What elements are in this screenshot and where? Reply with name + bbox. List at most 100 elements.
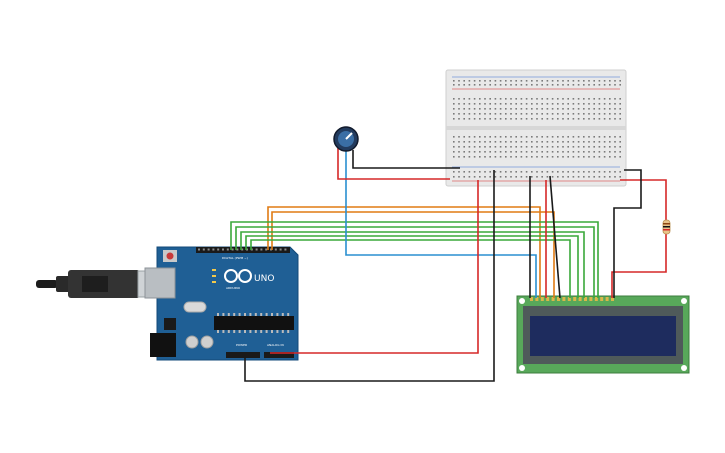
breadboard-hole bbox=[484, 103, 486, 105]
breadboard-hole bbox=[494, 103, 497, 105]
breadboard-hole bbox=[562, 136, 564, 138]
breadboard-hole bbox=[463, 103, 465, 105]
breadboard-hole bbox=[489, 156, 491, 158]
breadboard-hole bbox=[619, 136, 621, 138]
breadboard-hole bbox=[572, 141, 575, 143]
breadboard-hole bbox=[453, 113, 455, 115]
breadboard-hole bbox=[473, 80, 476, 82]
breadboard-hole bbox=[588, 113, 590, 115]
lcd-16x2[interactable] bbox=[516, 295, 690, 374]
breadboard-hole bbox=[499, 141, 502, 143]
breadboard-hole bbox=[494, 141, 497, 143]
breadboard-hole bbox=[577, 141, 580, 143]
breadboard-hole bbox=[463, 108, 465, 110]
breadboard-hole bbox=[531, 84, 533, 86]
breadboard-hole bbox=[557, 118, 559, 120]
breadboard-hole bbox=[593, 171, 595, 173]
breadboard-hole bbox=[583, 113, 585, 115]
breadboard-hole bbox=[551, 98, 554, 100]
arduino-uno[interactable]: DIGITAL (PWM ~) UNO ARDUINO POWER ANALOG… bbox=[36, 246, 299, 361]
wire-green-2 bbox=[235, 226, 595, 298]
breadboard-hole bbox=[525, 103, 528, 105]
breadboard-hole bbox=[494, 176, 497, 178]
breadboard-hole bbox=[453, 84, 455, 86]
breadboard-hole bbox=[458, 176, 460, 178]
breadboard-hole bbox=[468, 108, 471, 110]
wire-green-5 bbox=[250, 239, 571, 298]
breadboard-hole bbox=[463, 84, 465, 86]
breadboard-hole bbox=[489, 103, 491, 105]
potentiometer[interactable] bbox=[333, 126, 359, 152]
resistor[interactable] bbox=[662, 219, 671, 235]
breadboard-hole bbox=[562, 156, 564, 158]
breadboard-hole bbox=[531, 171, 533, 173]
breadboard-hole bbox=[468, 118, 471, 120]
power-header[interactable] bbox=[226, 352, 260, 358]
header-pin bbox=[260, 248, 263, 251]
breadboard-hole bbox=[572, 156, 575, 158]
breadboard-hole bbox=[567, 98, 569, 100]
breadboard-hole bbox=[567, 108, 569, 110]
breadboard-hole bbox=[510, 98, 512, 100]
breadboard-hole bbox=[614, 98, 616, 100]
breadboard-hole bbox=[489, 80, 491, 82]
breadboard-hole bbox=[489, 84, 491, 86]
breadboard-hole bbox=[551, 156, 554, 158]
breadboard-hole bbox=[453, 146, 455, 148]
breadboard-hole bbox=[520, 176, 523, 178]
breadboard[interactable] bbox=[445, 69, 627, 187]
header-pin bbox=[222, 248, 224, 251]
breadboard-hole bbox=[551, 84, 554, 86]
wires[interactable] bbox=[230, 145, 667, 382]
lcd-pin bbox=[562, 297, 566, 301]
analog-header[interactable] bbox=[264, 352, 294, 358]
breadboard-hole bbox=[520, 108, 523, 110]
breadboard-hole bbox=[515, 171, 517, 173]
breadboard-hole bbox=[567, 113, 569, 115]
wire-black-pot bbox=[352, 150, 460, 169]
breadboard-hole bbox=[567, 171, 569, 173]
chip-pin bbox=[281, 313, 284, 316]
breadboard-hole bbox=[510, 118, 512, 120]
breadboard-hole bbox=[593, 108, 595, 110]
chip-pin bbox=[281, 330, 284, 333]
breadboard-hole bbox=[567, 84, 569, 86]
breadboard-hole bbox=[546, 98, 549, 100]
breadboard-hole bbox=[546, 141, 549, 143]
breadboard-hole bbox=[546, 171, 549, 173]
breadboard-hole bbox=[489, 108, 491, 110]
breadboard-hole bbox=[536, 141, 538, 143]
breadboard-hole bbox=[536, 176, 538, 178]
breadboard-hole bbox=[510, 146, 512, 148]
breadboard-hole bbox=[484, 146, 486, 148]
lcd-screen bbox=[530, 316, 676, 356]
breadboard-hole bbox=[609, 84, 611, 86]
breadboard-hole bbox=[484, 141, 486, 143]
breadboard-hole bbox=[505, 171, 507, 173]
breadboard-hole bbox=[593, 98, 595, 100]
breadboard-hole bbox=[588, 156, 590, 158]
breadboard-hole bbox=[453, 156, 455, 158]
breadboard-hole bbox=[557, 151, 559, 153]
breadboard-hole bbox=[520, 80, 523, 82]
lcd-pin bbox=[589, 297, 593, 301]
lcd-pin bbox=[535, 297, 539, 301]
wire-red-rail bbox=[620, 179, 667, 222]
power-header-label: POWER bbox=[236, 343, 247, 347]
breadboard-hole bbox=[473, 141, 476, 143]
breadboard-hole bbox=[505, 118, 507, 120]
breadboard-hole bbox=[598, 146, 601, 148]
breadboard-hole bbox=[453, 98, 455, 100]
breadboard-hole bbox=[505, 146, 507, 148]
breadboard-hole bbox=[473, 171, 476, 173]
breadboard-hole bbox=[494, 171, 497, 173]
breadboard-hole bbox=[577, 146, 580, 148]
breadboard-hole bbox=[510, 108, 512, 110]
breadboard-hole bbox=[598, 108, 601, 110]
breadboard-hole bbox=[505, 84, 507, 86]
chip-pin bbox=[260, 313, 263, 316]
header-pin bbox=[202, 248, 205, 251]
breadboard-hole bbox=[557, 146, 559, 148]
